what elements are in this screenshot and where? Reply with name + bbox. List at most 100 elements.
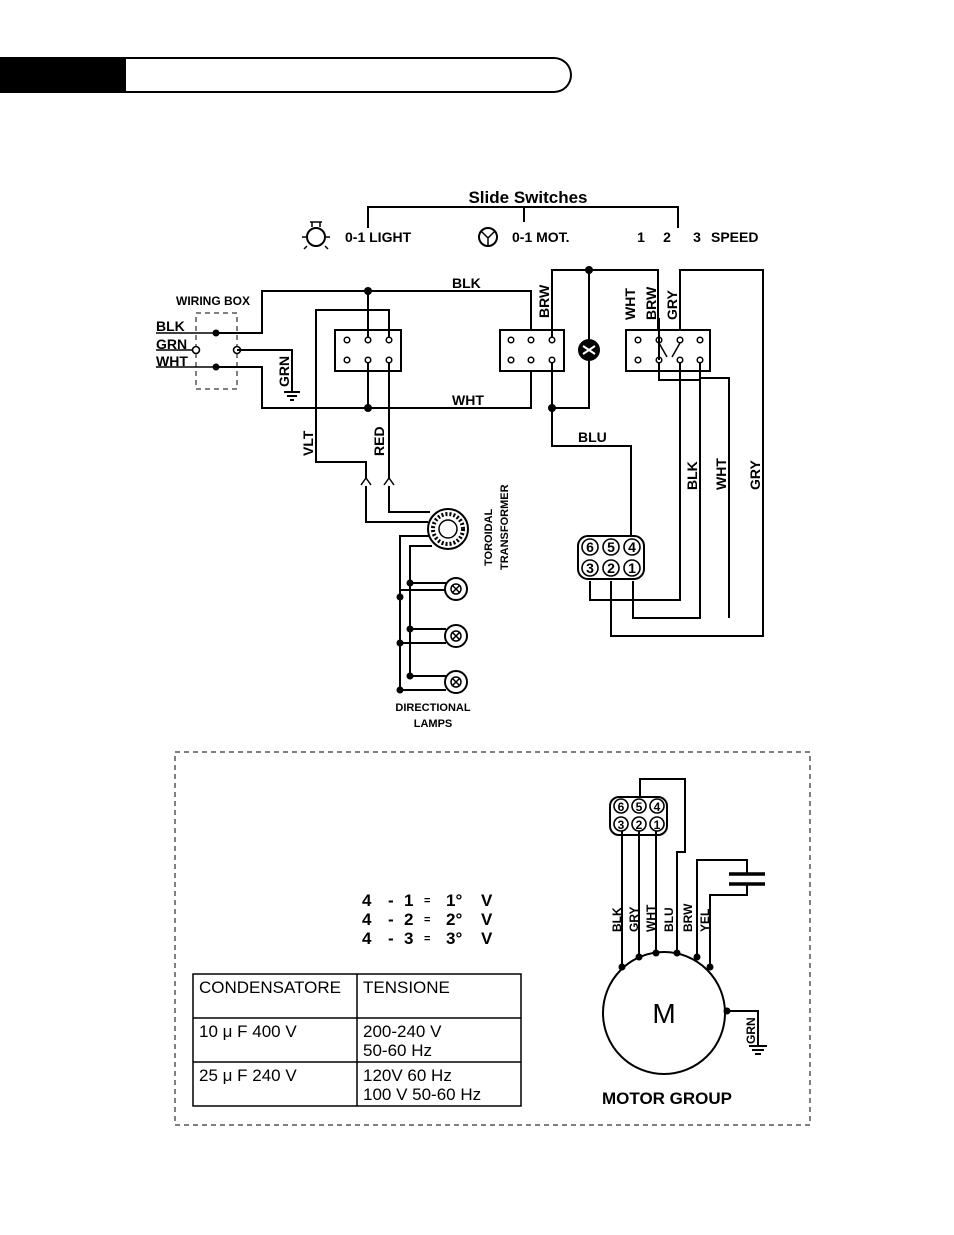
speed-mapping-row: 4 - 1 = 1° V: [362, 891, 493, 910]
motor-connector-lower: 6 5 4 3 2 1: [609, 778, 686, 965]
speed-row-a: 4: [362, 929, 372, 948]
speed-row-speed: 2°: [446, 910, 462, 929]
motor-icon: M: [602, 951, 726, 1075]
grn-ground-label: GRN: [276, 356, 292, 387]
light-bulb-icon: [302, 221, 330, 250]
capacitor-table: CONDENSATORE TENSIONE 10 μ F 400 V 200-2…: [192, 973, 522, 1107]
speed-mapping: 4 - 1 = 1° V 4 - 2 = 2° V 4 - 3 = 3° V: [362, 891, 493, 948]
directional-lamp-icon: [444, 624, 468, 648]
connector-pin-1: 1: [628, 560, 636, 576]
motor-wire-blk: BLK: [610, 907, 624, 932]
motor-connector-upper: 6 5 4 3 2 1: [577, 535, 645, 580]
speed-row-sep: -: [388, 929, 394, 948]
motor-group-label: MOTOR GROUP: [602, 1089, 732, 1108]
lower-connector-pin-1: 1: [654, 818, 661, 832]
motor-switch-label: 0-1 MOT.: [512, 229, 570, 245]
wht-speed-label: WHT: [622, 288, 638, 320]
connector-pin-4: 4: [628, 539, 636, 555]
red-label: RED: [371, 426, 387, 456]
table-cell-capacitor: 25 μ F 240 V: [199, 1066, 297, 1085]
slide-switches-title: Slide Switches: [468, 188, 587, 207]
directional-lamp-icon: [444, 577, 468, 601]
speed-mapping-row: 4 - 3 = 3° V: [362, 929, 493, 948]
vlt-label: VLT: [300, 430, 316, 456]
lower-connector-pin-6: 6: [618, 800, 625, 814]
speed-row-b: 2: [404, 910, 413, 929]
motor-wire-yel: YEL: [698, 909, 712, 932]
lower-connector-pin-4: 4: [654, 800, 661, 814]
speed-label: SPEED: [711, 229, 758, 245]
speed-2-label: 2: [663, 229, 671, 245]
connector-pin-6: 6: [586, 539, 594, 555]
connector-pin-5: 5: [607, 539, 615, 555]
speed-row-sep: -: [388, 910, 394, 929]
speed-row-b: 3: [404, 929, 413, 948]
blu-label: BLU: [578, 429, 607, 445]
blk-top-label: BLK: [452, 275, 481, 291]
speed-row-sep: -: [388, 891, 394, 910]
speed-3-label: 3: [693, 229, 701, 245]
speed-row-eq: =: [424, 895, 430, 907]
wiring-box-blk-label: BLK: [156, 318, 185, 334]
transformer-label-line1: TOROIDAL: [483, 508, 495, 566]
table-cell-capacitor: 10 μ F 400 V: [199, 1022, 297, 1041]
slide-switches-bracket: Slide Switches: [367, 188, 679, 228]
speed-row-unit: V: [481, 929, 493, 948]
wiring-box-grn-label: GRN: [156, 336, 187, 352]
lamps-label-line1: DIRECTIONAL: [395, 702, 470, 714]
table-cell-frequency: 50-60 Hz: [363, 1041, 432, 1060]
transformer-label-line2: TRANSFORMER: [499, 484, 511, 570]
speed-row-eq: =: [424, 914, 430, 926]
motor-wire-wht: WHT: [644, 904, 658, 932]
wht-right-label: WHT: [713, 458, 729, 490]
table-header-condensatore: CONDENSATORE: [199, 978, 341, 997]
speed-mapping-row: 4 - 2 = 2° V: [362, 910, 493, 929]
speed-row-eq: =: [424, 933, 430, 945]
speed-row-speed: 3°: [446, 929, 462, 948]
wht-bottom-label: WHT: [452, 392, 484, 408]
ground-symbol-left: [284, 391, 300, 401]
speed-row-unit: V: [481, 910, 493, 929]
lower-connector-pin-2: 2: [636, 818, 643, 832]
connector-pin-3: 3: [586, 560, 594, 576]
directional-lamp-icon: [444, 670, 468, 694]
motor-wire-brw: BRW: [681, 903, 695, 932]
lamps-label-line2: LAMPS: [414, 718, 453, 730]
header-title-bar: [126, 57, 572, 93]
table-header-tensione: TENSIONE: [363, 978, 450, 997]
speed-switch-block: [625, 329, 711, 372]
motor-ground-label: GRN: [744, 1017, 758, 1044]
motor-wire-blu: BLU: [662, 907, 676, 932]
brw-speed-label: BRW: [643, 286, 659, 320]
table-cell-frequency: 100 V 50-60 Hz: [363, 1085, 481, 1104]
toroidal-transformer-icon: [427, 508, 469, 550]
motor-wire-gry: GRY: [627, 906, 641, 932]
fan-icon: [478, 227, 498, 247]
gry-right-label: GRY: [747, 460, 763, 490]
table-row: 10 μ F 400 V 200-240 V 50-60 Hz: [199, 1022, 442, 1060]
lower-connector-pin-3: 3: [618, 818, 625, 832]
brw-left-label: BRW: [536, 284, 552, 318]
motor-symbol: M: [652, 998, 675, 1029]
speed-row-b: 1: [404, 891, 413, 910]
table-row: 25 μ F 240 V 120V 60 Hz 100 V 50-60 Hz: [199, 1066, 481, 1104]
wiring-box: [195, 312, 238, 390]
table-cell-voltage: 200-240 V: [363, 1022, 442, 1041]
motor-details-panel: [174, 751, 811, 1126]
gry-speed-label: GRY: [664, 290, 680, 320]
header-black-block: [0, 57, 126, 93]
speed-row-a: 4: [362, 910, 372, 929]
speed-1-label: 1: [637, 229, 645, 245]
blk-right-label: BLK: [684, 461, 700, 490]
wiring-box-wht-label: WHT: [156, 353, 188, 369]
ground-symbol-motor: [749, 1045, 767, 1055]
wiring-box-title: WIRING BOX: [176, 294, 250, 308]
speed-row-unit: V: [481, 891, 493, 910]
speed-row-speed: 1°: [446, 891, 462, 910]
motor-switch-block: [499, 329, 565, 372]
connector-pin-2: 2: [607, 560, 615, 576]
capacitor-icon: [729, 864, 765, 888]
table-cell-voltage: 120V 60 Hz: [363, 1066, 452, 1085]
lower-connector-pin-5: 5: [636, 800, 643, 814]
